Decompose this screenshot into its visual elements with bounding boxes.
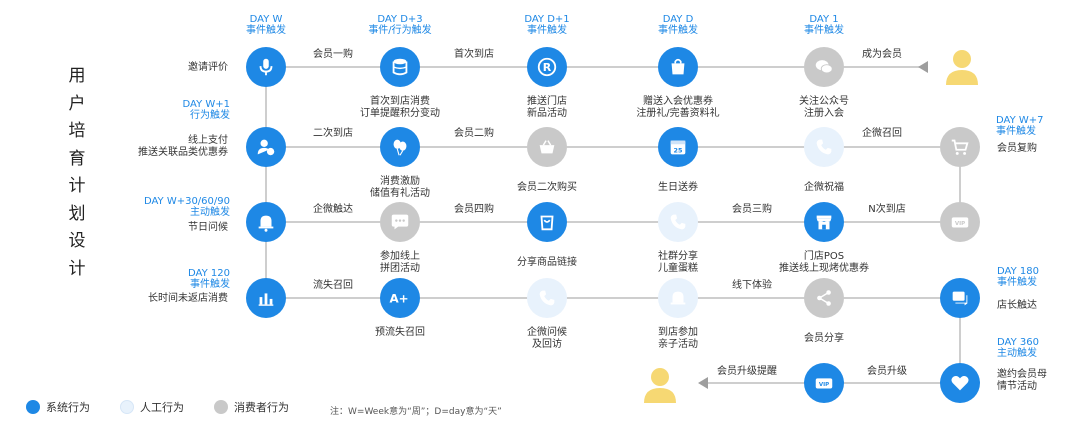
node-label-repurchase: 会员复购 <box>997 143 1037 154</box>
a-plus-icon[interactable]: A+ <box>380 278 420 318</box>
svg-text:25: 25 <box>674 147 683 155</box>
node-label-invite-review: 邀请评价 <box>188 62 228 73</box>
vip-card-icon[interactable]: VIP <box>940 202 980 242</box>
bell-icon-2[interactable] <box>658 278 698 318</box>
node-label-parent-child: 到店参加 亲子活动 <box>658 327 698 350</box>
edge-label-become-member: 成为会员 <box>862 49 902 60</box>
message-icon[interactable] <box>940 278 980 318</box>
chat-bubble-icon[interactable] <box>380 202 420 242</box>
calendar-icon[interactable]: 25 <box>658 127 698 167</box>
node-label-holiday-greeting: 节日问候 <box>188 222 228 233</box>
shopping-bag-icon[interactable] <box>658 47 698 87</box>
edge-label-n-visits: N次到店 <box>868 204 906 215</box>
svg-text:VIP: VIP <box>955 221 965 227</box>
edge-label-third-purchase: 会员三购 <box>732 204 772 215</box>
footnote: 注：W=Week意为“周”；D=day意为“天” <box>330 407 502 417</box>
svg-text:VIP: VIP <box>819 382 829 388</box>
bar-chart-icon[interactable] <box>246 278 286 318</box>
legend-label-manual: 人工行为 <box>140 401 184 414</box>
node-label-pos-coupon: 门店POS 推送线上现烤优惠券 <box>779 251 869 274</box>
svg-text:A+: A+ <box>389 292 408 306</box>
node-label-online-pay: 线上支付 推送关联品类优惠券 <box>138 135 228 158</box>
registered-icon[interactable]: R <box>527 47 567 87</box>
node-label-join-coupon: 赠送入会优惠券 注册礼/完善资料礼 <box>636 96 720 119</box>
node-label-wework-blessing: 企微祝福 <box>804 182 844 193</box>
node-label-group-buy: 参加线上 拼团活动 <box>380 251 420 274</box>
wechat-icon[interactable] <box>804 47 844 87</box>
node-label-member-share: 会员分享 <box>804 333 844 344</box>
balloons-icon[interactable] <box>380 127 420 167</box>
legend-label-consumer: 消费者行为 <box>234 401 289 414</box>
node-label-community-share: 社群分享 儿童蛋糕 <box>658 251 698 274</box>
edge-label-upgrade: 会员升级 <box>867 366 907 377</box>
legend-item-manual: 人工行为 <box>120 399 184 415</box>
phone-icon-3[interactable] <box>527 278 567 318</box>
vip-card-icon-2[interactable]: VIP <box>804 363 844 403</box>
phone-icon[interactable] <box>804 127 844 167</box>
node-label-stored-value: 消费激励 储值有礼活动 <box>370 176 430 199</box>
legend-dot-system <box>26 400 40 414</box>
node-label-manager-reach: 店长触达 <box>997 300 1037 311</box>
database-icon[interactable] <box>380 47 420 87</box>
edge-label-second-purchase: 会员二购 <box>454 128 494 139</box>
node-label-new-product: 推送门店 新品活动 <box>527 96 567 119</box>
edge-label-first-visit: 首次到店 <box>454 49 494 60</box>
phone-icon-2[interactable] <box>658 202 698 242</box>
bell-icon[interactable] <box>246 202 286 242</box>
legend-label-system: 系统行为 <box>46 401 90 414</box>
consumer-person-icon <box>946 50 978 85</box>
legend-dot-consumer <box>214 400 228 414</box>
arrow-head-bottom <box>698 377 708 389</box>
edge-label-wework-reach: 企微触达 <box>313 204 353 215</box>
store-icon[interactable] <box>804 202 844 242</box>
svg-text:R: R <box>543 61 552 74</box>
node-label-mothers-day: 邀约会员母 情节活动 <box>997 369 1047 392</box>
node-label-follow-account: 关注公众号 注册入会 <box>799 96 849 119</box>
arrow-head-top <box>918 61 928 73</box>
page-title: 用户培育计划设计 <box>68 66 86 279</box>
node-label-pre-churn-recall: 预流失召回 <box>375 327 425 338</box>
edge-label-first-purchase: 会员一购 <box>313 49 353 60</box>
legend-item-consumer: 消费者行为 <box>214 399 289 415</box>
node-label-long-absence: 长时间未返店消费 <box>148 293 228 304</box>
legend-item-system: 系统行为 <box>26 399 90 415</box>
basket-icon[interactable] <box>527 127 567 167</box>
shopping-tag-icon[interactable] <box>527 202 567 242</box>
node-label-birthday-coupon: 生日送券 <box>658 182 698 193</box>
node-label-wework-followup: 企微问候 及回访 <box>527 327 567 350</box>
edge-label-upgrade-remind: 会员升级提醒 <box>717 366 777 377</box>
member-person-icon <box>644 368 676 403</box>
user-pay-icon[interactable] <box>246 127 286 167</box>
node-label-first-visit: 首次到店消费 订单提醒积分变动 <box>360 96 440 119</box>
legend-dot-manual <box>120 400 134 414</box>
microphone-icon[interactable] <box>246 47 286 87</box>
node-label-share-link: 分享商品链接 <box>517 257 577 268</box>
share-icon[interactable] <box>804 278 844 318</box>
heart-icon[interactable] <box>940 363 980 403</box>
edge-label-wework-recall: 企微召回 <box>862 128 902 139</box>
edge-label-fourth-purchase: 会员四购 <box>454 204 494 215</box>
node-label-second-purchase: 会员二次购买 <box>517 182 577 193</box>
cart-icon[interactable] <box>940 127 980 167</box>
edge-label-second-visit: 二次到店 <box>313 128 353 139</box>
edge-label-churn-recall: 流失召回 <box>313 280 353 291</box>
edge-label-offline-experience: 线下体验 <box>732 280 772 291</box>
